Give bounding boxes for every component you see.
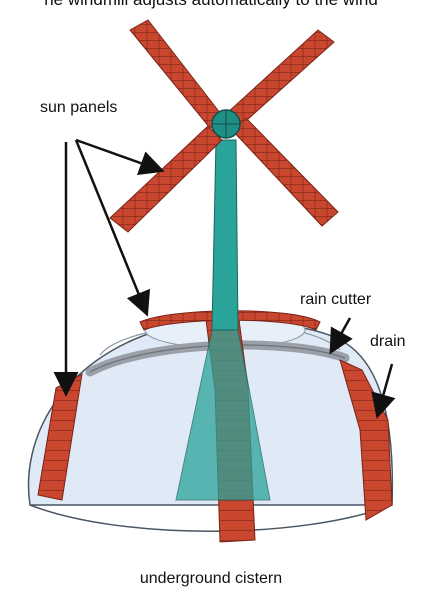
label-sun-panels: sun panels [40,100,117,116]
label-drain: drain [370,334,406,350]
blade-upper-left [130,20,224,128]
label-underground-cistern: underground cistern [0,571,422,587]
arrow-sun-to-blade [76,140,160,170]
blade-lower-right [232,118,338,226]
blade-lower-left [110,126,222,232]
label-rain-cutter: rain cutter [300,292,371,308]
arrow-sun-to-rim [76,140,146,312]
blade-upper-right [226,30,334,128]
